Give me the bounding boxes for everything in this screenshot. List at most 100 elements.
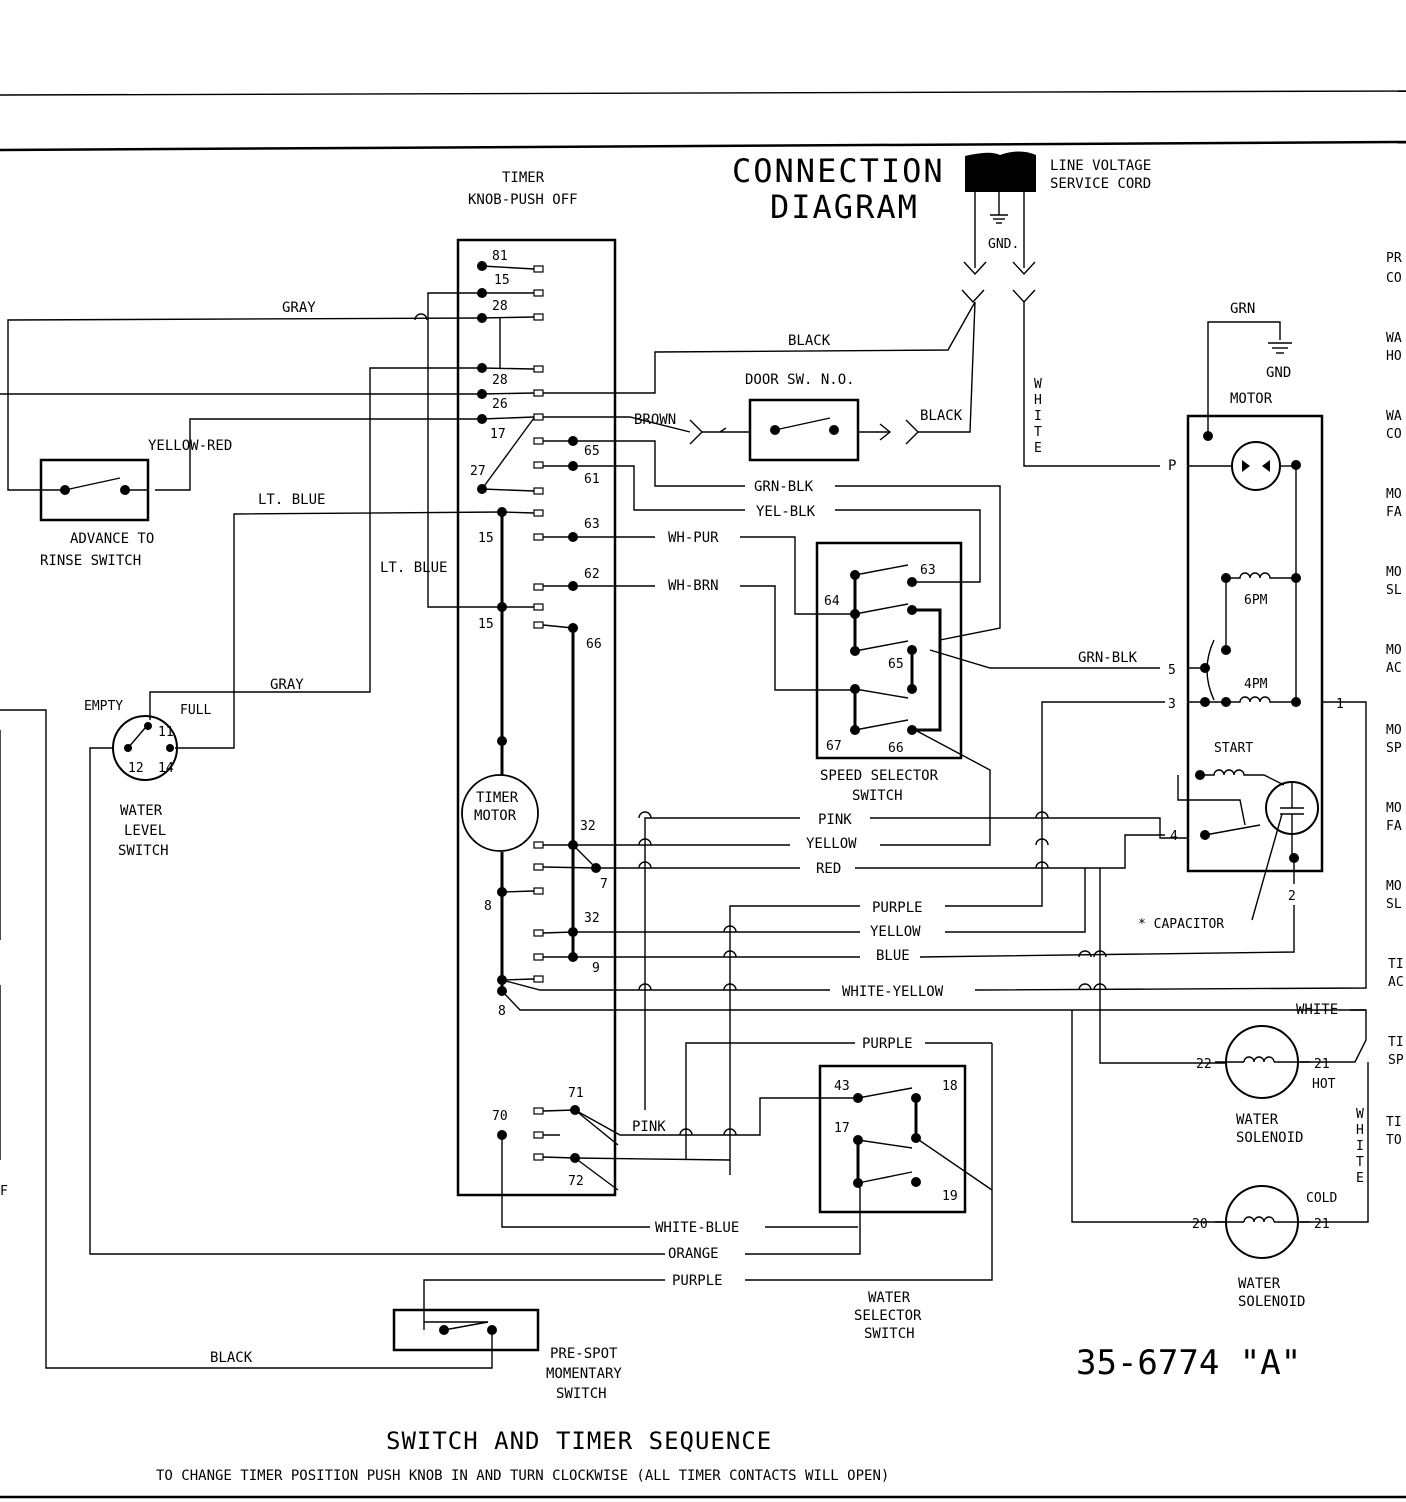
svg-text:WA: WA xyxy=(1386,331,1402,346)
cold-label: COLD xyxy=(1306,1191,1337,1206)
speed-selector-switch xyxy=(815,541,963,760)
svg-text:21: 21 xyxy=(1314,1217,1330,1232)
wire-lt-blue-1: LT. BLUE xyxy=(258,492,325,508)
advance-switch-line1: ADVANCE TO xyxy=(70,531,154,547)
svg-text:START: START xyxy=(1214,741,1253,756)
motor-gnd: GND xyxy=(1266,365,1291,381)
svg-text:62: 62 xyxy=(584,567,600,582)
svg-text:TO: TO xyxy=(1386,1133,1402,1148)
svg-text:SL: SL xyxy=(1386,897,1402,912)
svg-text:8: 8 xyxy=(484,899,492,914)
svg-text:20: 20 xyxy=(1192,1217,1208,1232)
svg-text:63: 63 xyxy=(920,563,936,578)
svg-text:17: 17 xyxy=(834,1121,850,1136)
timer-title-line2: KNOB-PUSH OFF xyxy=(468,192,578,208)
svg-text:26: 26 xyxy=(492,397,508,412)
svg-text:CO: CO xyxy=(1386,271,1402,286)
hot-water-solenoid xyxy=(1215,1025,1310,1099)
svg-text:H: H xyxy=(1034,393,1042,408)
svg-text:T: T xyxy=(1356,1155,1364,1170)
svg-text:70: 70 xyxy=(492,1109,508,1124)
wire-lt-blue-2: LT. BLUE xyxy=(380,560,447,576)
timer-internal-wiring xyxy=(481,265,619,1191)
water-level-line3: SWITCH xyxy=(118,843,169,859)
svg-text:71: 71 xyxy=(568,1086,584,1101)
svg-text:18: 18 xyxy=(942,1079,958,1094)
timer-pins xyxy=(533,265,544,1161)
wire-white-h: WHITE xyxy=(1296,1002,1338,1018)
wire-white-v2: W H I T E xyxy=(1356,1107,1364,1186)
part-number: 35-6774 "A" xyxy=(1076,1343,1301,1383)
wire-purple-2: PURPLE xyxy=(862,1036,913,1052)
svg-text:28: 28 xyxy=(492,373,508,388)
svg-text:11: 11 xyxy=(158,725,174,740)
footer-heading: SWITCH AND TIMER SEQUENCE xyxy=(386,1427,772,1455)
timer-motor-line1: TIMER xyxy=(476,790,519,806)
svg-text:3: 3 xyxy=(1168,697,1176,712)
wire-blue: BLUE xyxy=(876,948,910,964)
motor-p: P xyxy=(1168,458,1176,474)
speed-selector-line2: SWITCH xyxy=(852,788,903,804)
svg-text:17: 17 xyxy=(490,427,506,442)
timer-box xyxy=(456,238,617,1197)
water-level-switch xyxy=(112,715,178,781)
svg-text:15: 15 xyxy=(494,273,510,288)
svg-text:65: 65 xyxy=(888,657,904,672)
svg-text:E: E xyxy=(1034,441,1042,456)
wire-wh-brn: WH-BRN xyxy=(668,578,719,594)
svg-text:6PM: 6PM xyxy=(1244,593,1268,608)
svg-text:TI: TI xyxy=(1388,957,1404,972)
svg-text:T: T xyxy=(1034,425,1042,440)
svg-text:FA: FA xyxy=(1386,819,1402,834)
motor-label: MOTOR xyxy=(1230,391,1273,407)
svg-text:CO: CO xyxy=(1386,427,1402,442)
svg-text:1: 1 xyxy=(1336,697,1344,712)
svg-text:FA: FA xyxy=(1386,505,1402,520)
wire-white-vertical: W H I T E xyxy=(1034,377,1042,456)
pre-spot-switch xyxy=(392,1308,540,1352)
svg-text:WA: WA xyxy=(1386,409,1402,424)
svg-text:14: 14 xyxy=(158,761,174,776)
svg-text:MO: MO xyxy=(1386,643,1402,658)
svg-text:12: 12 xyxy=(128,761,144,776)
line-cord-gnd: GND. xyxy=(988,237,1019,252)
water-selector-line1: WATER xyxy=(868,1290,911,1306)
water-selector-line3: SWITCH xyxy=(864,1326,915,1342)
speed-selector-contacts xyxy=(850,564,942,735)
svg-text:MO: MO xyxy=(1386,487,1402,502)
wire-purple-3: PURPLE xyxy=(672,1273,723,1289)
svg-text:22: 22 xyxy=(1196,1057,1212,1072)
svg-text:AC: AC xyxy=(1386,661,1402,676)
title-line2: DIAGRAM xyxy=(770,188,919,226)
cold-water-solenoid xyxy=(1215,1185,1310,1259)
svg-text:32: 32 xyxy=(584,911,600,926)
svg-text:81: 81 xyxy=(492,249,508,264)
svg-text:SP: SP xyxy=(1386,741,1402,756)
motor-box xyxy=(1186,414,1324,873)
water-level-line2: LEVEL xyxy=(124,823,166,839)
wire-yellow-1: YELLOW xyxy=(806,836,857,852)
svg-text:5: 5 xyxy=(1168,663,1176,678)
wire-black-door: BLACK xyxy=(920,408,963,424)
wire-grn-blk-1: GRN-BLK xyxy=(754,479,814,495)
svg-text:21: 21 xyxy=(1314,1057,1330,1072)
svg-text:SP: SP xyxy=(1388,1053,1404,1068)
svg-text:15: 15 xyxy=(478,531,494,546)
timer-terminal-labels: 81 15 28 28 26 17 27 15 15 65 61 63 62 6… xyxy=(470,249,608,1189)
door-switch-wiring xyxy=(543,301,1160,467)
svg-text:4PM: 4PM xyxy=(1244,677,1268,692)
wire-white-yellow: WHITE-YELLOW xyxy=(842,984,944,1000)
svg-text:32: 32 xyxy=(580,819,596,834)
water-selector-contacts xyxy=(853,1087,993,1191)
svg-text:MO: MO xyxy=(1386,723,1402,738)
svg-text:67: 67 xyxy=(826,739,842,754)
wire-yel-blk: YEL-BLK xyxy=(756,504,816,520)
svg-text:MO: MO xyxy=(1386,565,1402,580)
svg-text:HO: HO xyxy=(1386,349,1402,364)
svg-text:28: 28 xyxy=(492,299,508,314)
water-level-line1: WATER xyxy=(120,803,163,819)
wire-black-bottom: BLACK xyxy=(210,1350,253,1366)
wire-brown: BROWN xyxy=(634,412,676,428)
prespot-line1: PRE-SPOT xyxy=(550,1346,618,1362)
svg-text:65: 65 xyxy=(584,444,600,459)
